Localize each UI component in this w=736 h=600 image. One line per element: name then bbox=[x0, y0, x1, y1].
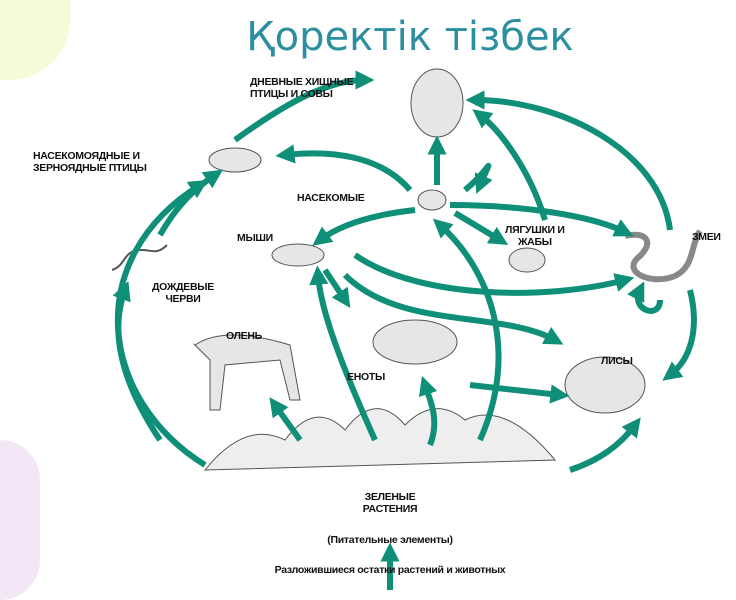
nutrients-label: (Питательные элементы) bbox=[327, 534, 453, 546]
node-label: ЗЕЛЕНЫЕ bbox=[364, 491, 416, 503]
node-mice: МЫШИ bbox=[237, 232, 273, 244]
node-raptors: ДНЕВНЫЕ ХИЩНЫЕ ПТИЦЫ И СОВЫ bbox=[250, 76, 354, 100]
raccoon-icon bbox=[372, 319, 458, 365]
background-decoration bbox=[0, 440, 40, 600]
bird-icon bbox=[208, 147, 262, 173]
node-snakes: ЗМЕИ bbox=[692, 231, 721, 243]
node-birds: НАСЕКОМОЯДНЫЕ И ЗЕРНОЯДНЫЕ ПТИЦЫ bbox=[33, 150, 147, 174]
plants-icon bbox=[203, 408, 557, 471]
node-label: ДОЖДЕВЫЕ bbox=[152, 281, 214, 293]
node-label: ЛЯГУШКИ И bbox=[505, 224, 565, 236]
node-insects: НАСЕКОМЫЕ bbox=[297, 192, 365, 204]
owl-icon bbox=[410, 68, 464, 138]
page-title: Қоректік тізбек bbox=[246, 14, 574, 60]
deer-icon bbox=[193, 334, 301, 411]
beetle-icon bbox=[417, 189, 447, 211]
mouse-icon bbox=[271, 243, 325, 267]
worm-icon bbox=[111, 244, 168, 271]
snake-icon bbox=[624, 229, 703, 283]
node-frogs: ЛЯГУШКИ И ЖАБЫ bbox=[505, 224, 565, 248]
frog-icon bbox=[508, 247, 546, 273]
node-label: ПТИЦЫ И СОВЫ bbox=[250, 88, 333, 100]
node-foxes: ЛИСЫ bbox=[601, 355, 633, 367]
node-raccoons: ЕНОТЫ bbox=[347, 371, 385, 383]
node-label: РАСТЕНИЯ bbox=[362, 503, 418, 515]
node-plants: ЗЕЛЕНЫЕ РАСТЕНИЯ bbox=[340, 491, 440, 515]
node-label: ЖАБЫ bbox=[517, 236, 552, 248]
node-worms: ДОЖДЕВЫЕ ЧЕРВИ bbox=[152, 281, 214, 305]
node-label: ДНЕВНЫЕ ХИЩНЫЕ bbox=[250, 76, 354, 88]
node-label: НАСЕКОМОЯДНЫЕ И bbox=[33, 150, 140, 162]
node-label: ЗЕРНОЯДНЫЕ ПТИЦЫ bbox=[33, 162, 147, 174]
node-deer: ОЛЕНЬ bbox=[226, 330, 262, 342]
decomposed-label: Разложившиеся остатки растений и животны… bbox=[274, 564, 506, 576]
node-label: ЧЕРВИ bbox=[165, 293, 201, 305]
arrows bbox=[112, 70, 697, 590]
